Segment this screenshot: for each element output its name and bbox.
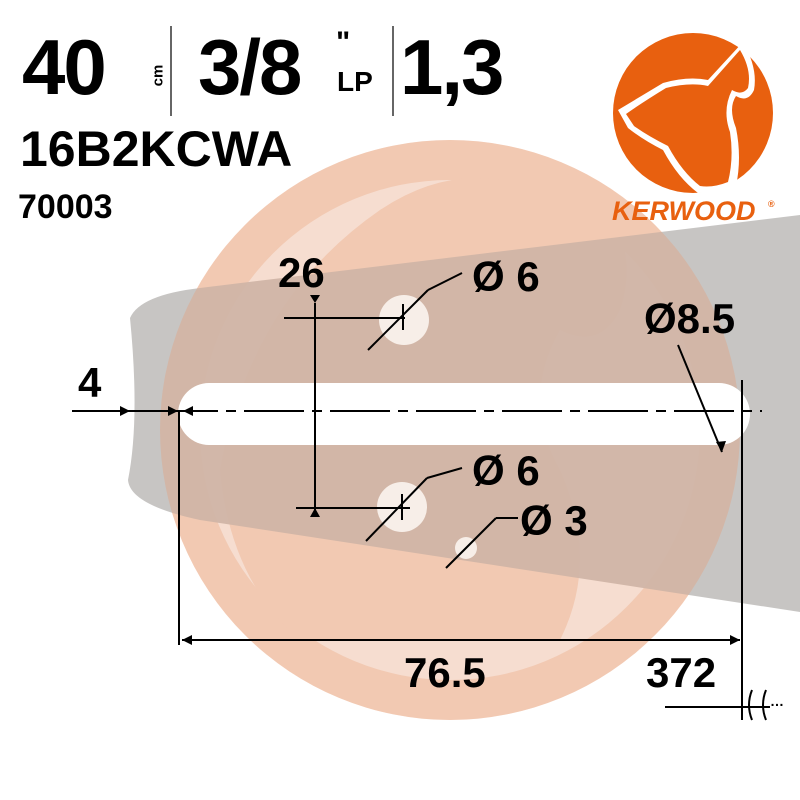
- slot-offset-label: 4: [78, 359, 102, 406]
- gauge-value: 1,3: [400, 23, 504, 111]
- separator: [170, 26, 172, 116]
- bar-length-unit: cm: [149, 64, 167, 87]
- chain-pitch-mark: ": [336, 26, 351, 59]
- chain-pitch-value: 3/8: [198, 23, 302, 111]
- brand-name: KERWOOD: [612, 196, 756, 226]
- registered-mark: ®: [768, 199, 775, 209]
- hole-spacing-label: 26: [278, 249, 325, 296]
- break-ellipsis: …: [770, 693, 784, 709]
- slot-length-label: 76.5: [404, 649, 486, 696]
- kerwood-logo: KERWOOD ®: [608, 28, 778, 228]
- chain-pitch-suffix: LP: [337, 66, 373, 97]
- reference-number: 70003: [18, 188, 113, 226]
- slot-end-diameter-label: Ø8.5: [644, 295, 736, 342]
- small-hole-diameter-label: Ø 3: [520, 497, 588, 544]
- bar-slot: [178, 383, 750, 445]
- upper-hole-diameter-label: Ø 6: [472, 253, 540, 300]
- total-length-label: 372: [646, 649, 717, 696]
- separator: [392, 26, 394, 116]
- bar-length-value: 40: [22, 23, 107, 111]
- model-code: 16B2KCWA: [20, 121, 293, 177]
- lower-hole-diameter-label: Ø 6: [472, 447, 540, 494]
- howling-wolf-icon: [613, 33, 773, 193]
